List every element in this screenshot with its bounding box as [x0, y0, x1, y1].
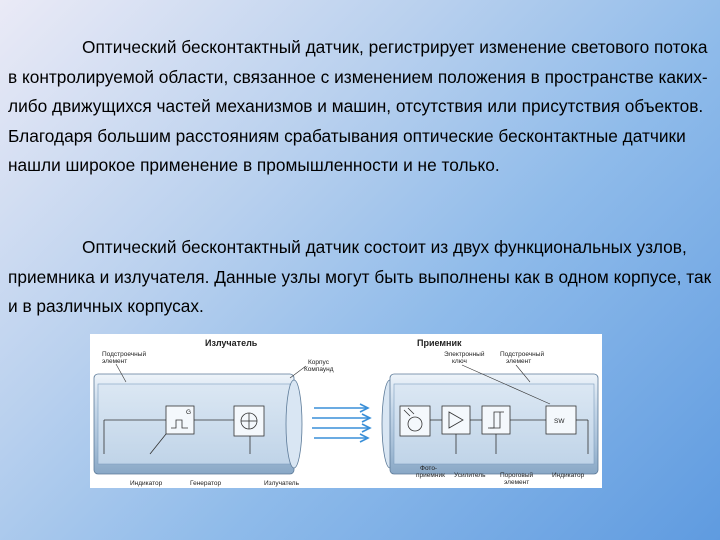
receiver-title: Приемник — [417, 338, 462, 348]
label-housing: Корпус — [308, 359, 330, 366]
label-tuning-element-left-2: элемент — [102, 358, 127, 365]
g-symbol: G — [186, 409, 191, 416]
label-electronic-key-2: ключ — [452, 358, 467, 365]
paragraph-intro: Оптический бесконтактный датчик, регистр… — [8, 37, 708, 175]
label-tuning-element-right-1: Подстроечный — [500, 350, 544, 358]
emitter-circuit — [103, 419, 251, 455]
emitter-block — [233, 405, 265, 437]
switch-block: SW — [545, 405, 577, 435]
light-beam — [312, 403, 372, 443]
label-compound: Компаунд — [304, 366, 334, 373]
emitter-housing — [93, 373, 303, 475]
receiver-circuit — [430, 419, 589, 454]
label-tuning-element-left-1: Подстроечный — [102, 350, 146, 358]
sw-symbol: SW — [554, 418, 565, 425]
amplifier-block — [441, 405, 471, 435]
sensor-diagram-svg: Излучатель Приемник G — [93, 338, 599, 487]
paragraph-structure: Оптический бесконтактный датчик состоит … — [8, 237, 712, 316]
label-emitter: Излучатель — [264, 480, 300, 487]
label-indicator-right: Индикатор — [552, 472, 585, 479]
label-tuning-element-right-2: элемент — [506, 358, 531, 365]
label-threshold-element-1: Пороговый — [500, 471, 533, 479]
label-indicator-left: Индикатор — [130, 480, 163, 487]
photoreceiver-block — [399, 405, 431, 437]
threshold-block — [481, 405, 511, 435]
label-photoreceiver-1: Фото- — [420, 465, 437, 472]
emitter-title: Излучатель — [205, 338, 258, 348]
sensor-diagram: Излучатель Приемник G — [90, 334, 602, 488]
label-electronic-key-1: Электронный — [444, 350, 485, 358]
label-photoreceiver-2: приемник — [416, 472, 445, 479]
label-threshold-element-2: элемент — [504, 479, 529, 486]
label-generator: Генератор — [190, 480, 222, 487]
generator-block: G — [165, 405, 195, 435]
label-amplifier: Усилитель — [454, 472, 486, 479]
